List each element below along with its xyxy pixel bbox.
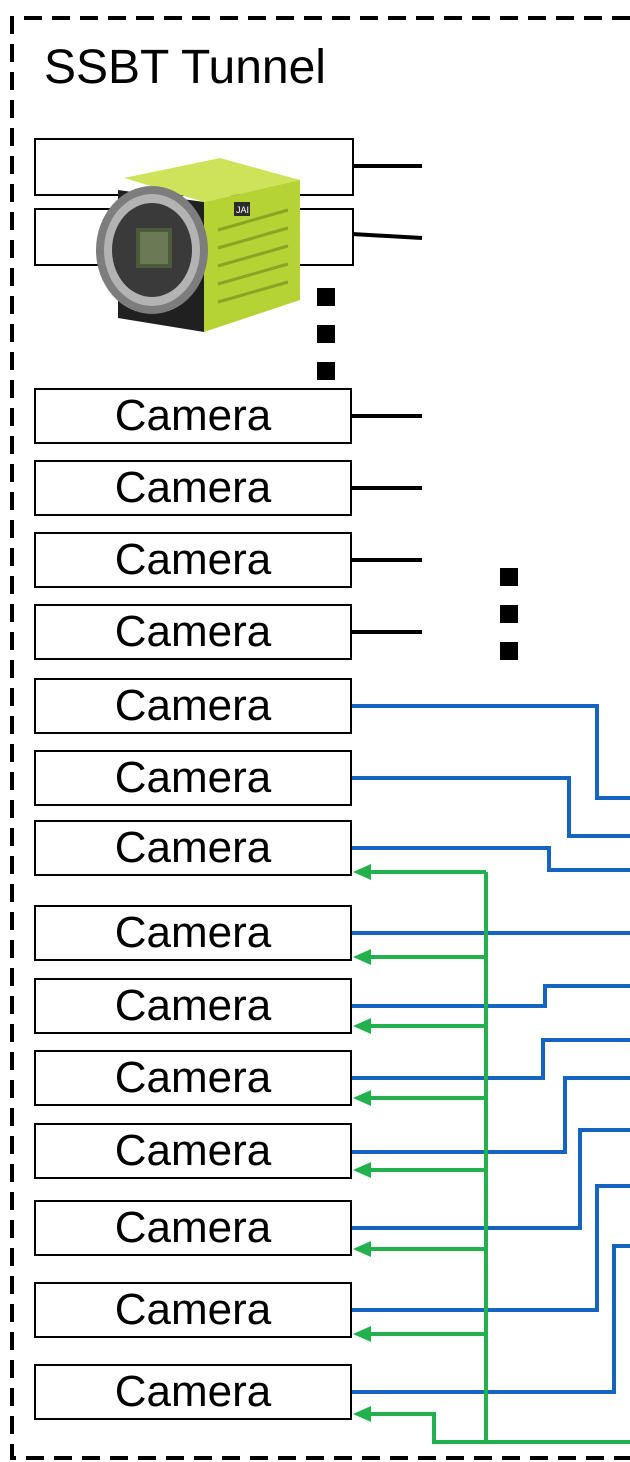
ellipsis-dot-icon: [317, 288, 335, 306]
camera-box: Camera: [34, 978, 352, 1034]
camera-label: Camera: [114, 607, 272, 656]
camera-box: Camera: [34, 820, 352, 876]
camera-box: Camera: [34, 460, 352, 516]
camera-label: Camera: [114, 753, 272, 802]
camera-box: Camera: [34, 1050, 352, 1106]
black-connectors: [351, 164, 423, 634]
tunnel-boundary: [10, 16, 630, 1460]
camera-label: Camera: [114, 463, 272, 512]
camera-label: Camera: [114, 391, 272, 440]
camera-label: Camera: [114, 1203, 272, 1252]
camera-box: Camera: [34, 678, 352, 734]
ellipsis-dot-icon: [500, 568, 518, 586]
blue-data-lines: [352, 704, 630, 1394]
ellipsis-dot-icon: [500, 605, 518, 623]
camera-label: Camera: [114, 908, 272, 957]
camera-label: Camera: [114, 1053, 272, 1102]
diagram-title: SSBT Tunnel: [44, 41, 326, 94]
camera-label: Camera: [114, 1285, 272, 1334]
camera-box: Camera: [34, 532, 352, 588]
green-arrowheads: [353, 864, 371, 1422]
camera-label: Camera: [114, 981, 272, 1030]
camera-label: Camera: [114, 681, 272, 730]
camera-box: Camera: [34, 1282, 352, 1338]
svg-text:JAI: JAI: [236, 205, 249, 215]
camera-label: Camera: [114, 1126, 272, 1175]
camera-label: Camera: [114, 823, 272, 872]
ellipsis-dot-icon: [500, 642, 518, 660]
ellipsis-dot-icon: [317, 325, 335, 343]
camera-label: Camera: [114, 1367, 272, 1416]
camera-box: Camera: [34, 1200, 352, 1256]
camera-box: Camera: [34, 604, 352, 660]
ellipsis-dot-icon: [317, 362, 335, 380]
camera-box: Camera: [34, 388, 352, 444]
green-trigger-lines: [366, 870, 630, 1444]
camera-label: Camera: [114, 535, 272, 584]
camera-box: Camera: [34, 1123, 352, 1179]
camera-box: Camera: [34, 750, 352, 806]
camera-box: Camera: [34, 1364, 352, 1420]
camera-photo-icon: JAI: [96, 158, 300, 332]
camera-box: Camera: [34, 905, 352, 961]
